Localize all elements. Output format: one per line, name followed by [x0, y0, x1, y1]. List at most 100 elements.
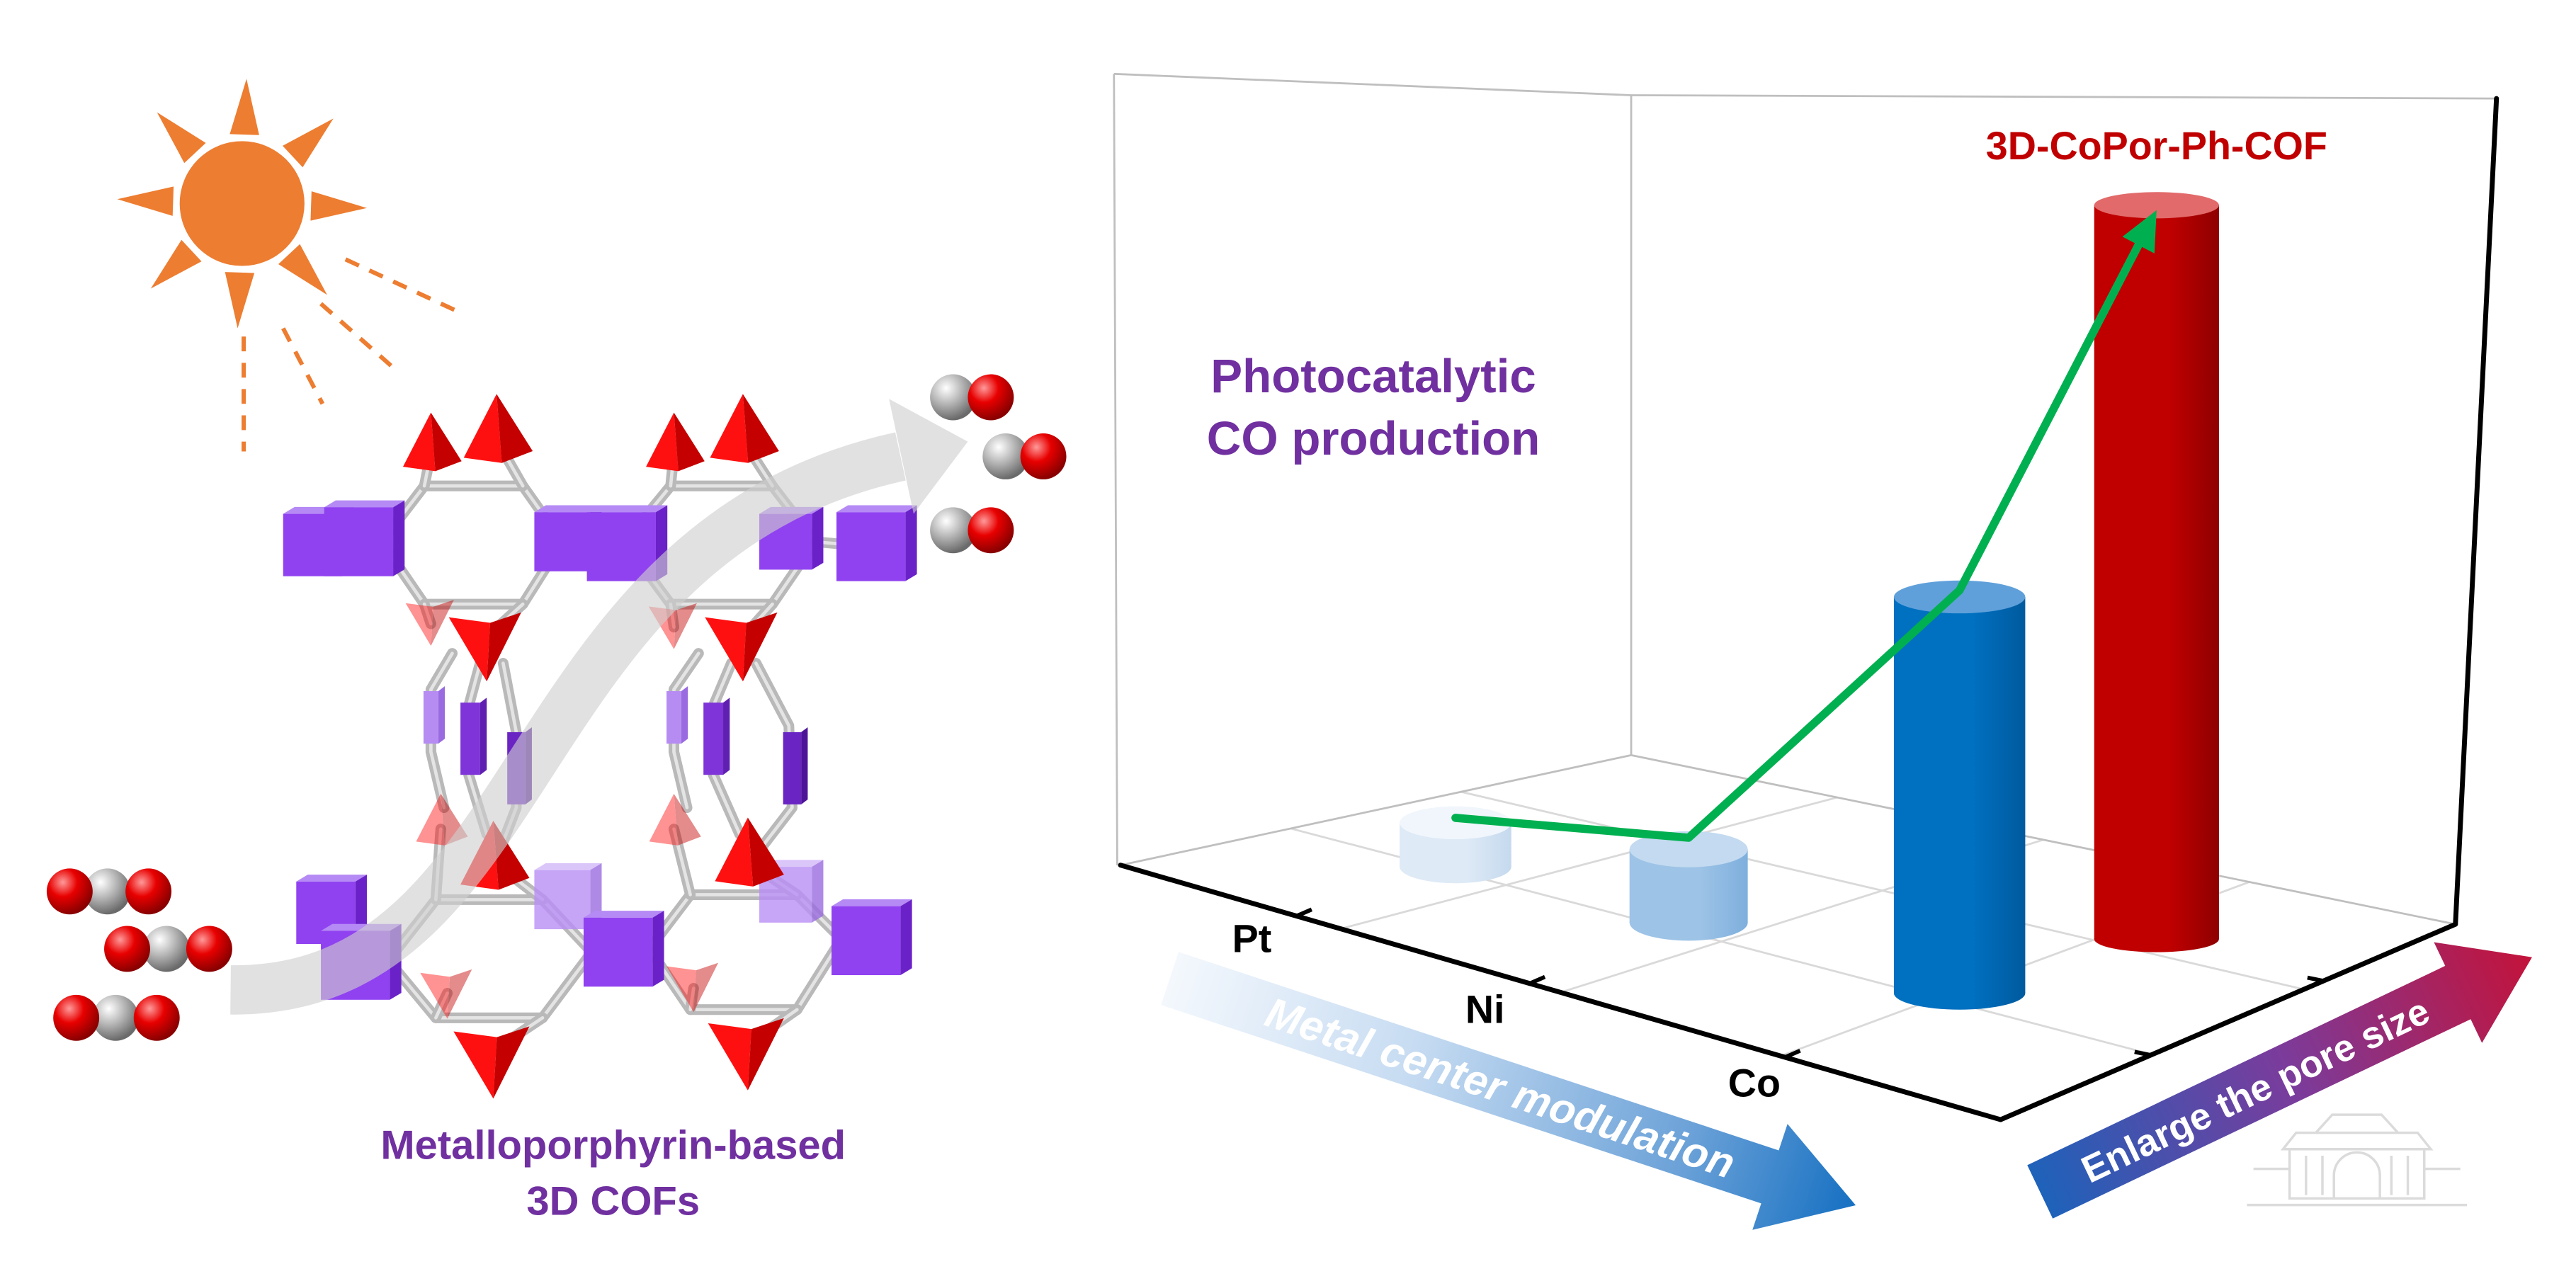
reaction-flow-arrow-head	[889, 399, 968, 514]
floor-back-right-edge	[1630, 754, 2456, 926]
porphyrin-node-face	[534, 870, 591, 930]
axis-ticks	[1295, 907, 2325, 1059]
tetrahedron-side	[674, 793, 701, 846]
tetrahedron-face	[416, 793, 445, 846]
tetrahedron-side	[431, 600, 454, 646]
porphyrin-plate	[703, 698, 730, 775]
tetrahedral-node	[463, 394, 533, 463]
porphyrin-node	[832, 899, 912, 976]
co2-molecule	[104, 926, 232, 972]
x-axis-tick	[1528, 974, 1546, 986]
depth-axis-tick	[2134, 1049, 2152, 1057]
bar-top	[2094, 192, 2219, 219]
carbon-atom	[92, 994, 139, 1041]
trend-arrowhead	[2122, 210, 2157, 254]
sun-ray	[310, 191, 367, 221]
porphyrin-node-face	[836, 512, 906, 581]
porphyrin-node-face	[534, 512, 591, 571]
porphyrin-node-top	[586, 505, 668, 513]
porphyrin-node-side	[812, 506, 824, 570]
x-tick-label-co: Co	[1728, 1062, 1781, 1105]
floor-grid-line	[1460, 790, 2305, 991]
reaction-flow-arrow-body	[230, 432, 906, 1015]
porphyrin-plate-side	[681, 686, 688, 744]
tetrahedron-face	[448, 617, 491, 682]
trend-arrow	[1451, 210, 2157, 842]
porphyrin-node-face	[324, 507, 394, 576]
x-tick-label-ni: Ni	[1465, 987, 1505, 1031]
molecules	[46, 374, 1067, 1041]
cof-framework	[283, 394, 917, 1099]
porphyrin-node-top	[832, 899, 912, 906]
oxygen-atom	[53, 994, 100, 1041]
porphyrin-node-side	[393, 500, 405, 576]
oxygen-atom	[968, 374, 1014, 421]
bar-top	[1629, 831, 1748, 867]
depth-axis-line	[1998, 921, 2458, 1122]
porphyrin-node-side	[652, 911, 664, 987]
floor-back-left-edge	[1120, 754, 1632, 867]
cof-caption-line1: Metalloporphyrin-based	[380, 1123, 846, 1168]
porphyrin-plate-side	[801, 727, 808, 804]
tetrahedron-side	[693, 962, 719, 1013]
porphyrin-node-side	[900, 899, 912, 976]
trend-line	[1451, 229, 2149, 842]
tetrahedron-face	[715, 817, 754, 887]
tetrahedron-face	[405, 603, 433, 646]
pore-size-arrow-shape	[2027, 942, 2532, 1219]
tetrahedron-side	[431, 412, 462, 472]
left-wall-edge	[1113, 74, 1118, 865]
oxygen-atom	[1020, 433, 1067, 479]
tetrahedron-face	[420, 972, 450, 1019]
x-tick-label-pt: Pt	[1232, 917, 1272, 961]
bar-pt	[1400, 806, 1511, 884]
porphyrin-plate-face	[783, 732, 802, 804]
linker-rod-highlight	[422, 602, 433, 626]
porphyrin-node-top	[534, 863, 602, 870]
tetrahedron-side	[674, 412, 705, 472]
tetrahedron-side	[447, 969, 472, 1019]
porphyrin-node-side	[905, 505, 917, 581]
watermark-arch	[2332, 1151, 2381, 1199]
oxygen-atom	[104, 926, 150, 972]
sun-rays	[117, 79, 367, 329]
linker-rod-highlight	[434, 991, 449, 1020]
porphyrin-node-top	[534, 505, 602, 513]
porphyrin-plate-face	[666, 690, 681, 744]
light-rays	[242, 257, 460, 452]
porphyrin-node	[324, 500, 405, 576]
oxygen-atom	[186, 926, 232, 972]
porphyrin-node	[534, 863, 602, 930]
tetrahedral-node	[402, 412, 462, 472]
co-molecule	[930, 374, 1014, 421]
sun-icon	[117, 79, 367, 329]
floor-grid-line	[1340, 796, 1838, 930]
sun-ray	[150, 239, 202, 289]
right-wall-front-edge	[2453, 96, 2500, 927]
watermark-roof-top	[2315, 1113, 2399, 1134]
tetrahedron-face	[402, 412, 436, 472]
porphyrin-node-face	[583, 917, 653, 987]
tetrahedral-node	[453, 1026, 530, 1099]
sun-disc	[179, 141, 305, 266]
porphyrin-plate-face	[460, 702, 480, 775]
bar-3d-copor-ph-cof	[2094, 192, 2219, 952]
bar-body	[2094, 205, 2219, 940]
tetrahedron-side	[497, 394, 533, 463]
linker-rod-highlight	[688, 986, 696, 1012]
light-ray	[344, 257, 460, 314]
carbon-atom	[930, 374, 977, 421]
porphyrin-plate	[423, 686, 446, 744]
sun-ray	[278, 244, 327, 295]
bars	[1400, 192, 2219, 1010]
tetrahedron-face	[453, 1031, 497, 1099]
co-molecule	[930, 507, 1014, 554]
oxygen-atom	[46, 868, 93, 915]
co2-molecule	[46, 868, 172, 915]
porphyrin-node-top	[324, 500, 405, 508]
tetrahedral-node	[646, 412, 705, 472]
tetrahedron-face	[705, 617, 747, 682]
carbon-atom	[84, 868, 131, 915]
tetrahedral-node	[649, 793, 701, 846]
co2-molecule	[53, 994, 180, 1041]
